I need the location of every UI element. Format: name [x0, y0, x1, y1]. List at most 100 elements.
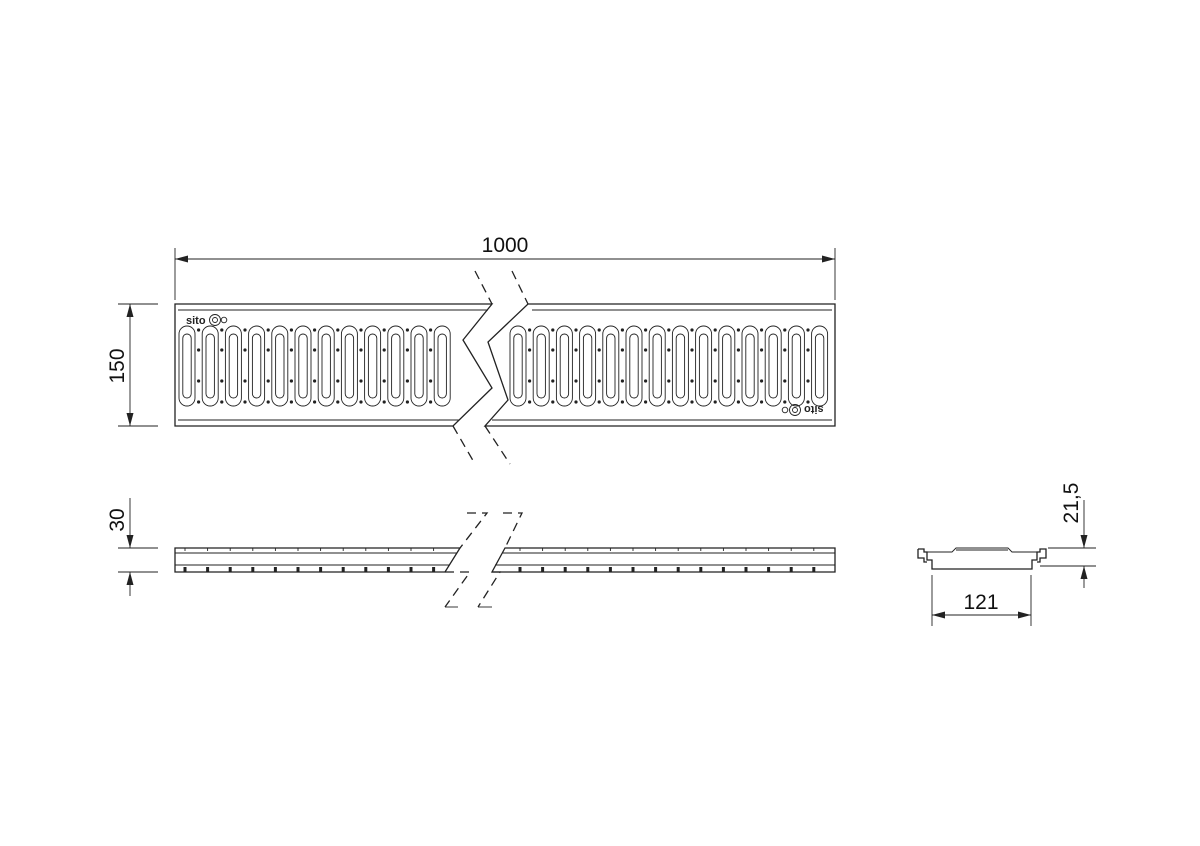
- bolt-hole: [359, 348, 363, 352]
- side-rib: [699, 567, 703, 572]
- length-dimension-label: 1000: [482, 234, 529, 257]
- bolt-hole: [644, 379, 648, 383]
- side-rib: [789, 567, 793, 572]
- bolt-hole: [405, 379, 409, 383]
- slot-outer: [294, 325, 312, 407]
- bolt-hole: [783, 328, 787, 332]
- slot-inner: [606, 333, 616, 399]
- bolt-hole: [551, 348, 555, 352]
- bolt-hole: [336, 348, 340, 352]
- bolt-hole: [429, 400, 433, 404]
- break-line-dashed: [511, 270, 529, 305]
- bolt-hole: [713, 400, 717, 404]
- bolt-hole: [644, 328, 648, 332]
- bolt-hole: [736, 379, 741, 383]
- break-line-dashed: [474, 270, 493, 305]
- bolt-hole: [197, 400, 201, 404]
- slot-outer: [224, 325, 242, 407]
- slot-inner: [768, 333, 778, 399]
- slot-inner: [414, 333, 424, 399]
- bolt-hole: [220, 328, 224, 332]
- side-rib: [721, 567, 725, 572]
- logo-ring-icon: [789, 404, 801, 416]
- profile-top-surface: [927, 547, 1037, 553]
- break-line-dashed: [484, 425, 511, 465]
- bolt-hole: [243, 348, 247, 352]
- bolt-hole: [336, 400, 340, 404]
- slot-inner: [582, 333, 593, 399]
- side-rib: [608, 567, 612, 572]
- slot-inner: [182, 333, 192, 399]
- slot-inner: [652, 333, 662, 399]
- bolt-hole: [528, 379, 532, 383]
- bolt-hole: [313, 400, 317, 404]
- slot-outer: [340, 325, 358, 407]
- bolt-hole: [597, 328, 601, 332]
- bolt-hole: [806, 348, 810, 352]
- bolt-hole: [220, 400, 224, 404]
- side-rib: [228, 567, 232, 572]
- bolt-hole: [197, 379, 201, 383]
- slot-inner: [437, 333, 447, 399]
- slot-outer: [811, 325, 829, 407]
- slot-outer: [271, 325, 289, 407]
- slot-inner: [344, 333, 355, 399]
- slot-outer: [787, 325, 805, 407]
- slot-outer: [364, 325, 382, 407]
- logo-dot-icon: [220, 316, 228, 324]
- bolt-hole: [574, 379, 578, 383]
- bolt-hole: [644, 348, 648, 352]
- bolt-hole: [243, 379, 247, 383]
- slot-outer: [248, 325, 266, 407]
- bolt-hole: [783, 348, 787, 352]
- bolt-holes: [197, 328, 810, 404]
- logo-ring-icon: [792, 407, 798, 413]
- slot-outer: [579, 325, 597, 407]
- profile-outline: [918, 548, 1047, 570]
- bolt-hole: [289, 348, 293, 352]
- side-rib: [432, 567, 436, 572]
- bolt-hole: [760, 328, 764, 332]
- side-rib: [251, 567, 255, 572]
- bolt-hole: [597, 348, 601, 352]
- slot-inner: [675, 333, 686, 399]
- bolt-hole: [690, 348, 694, 352]
- slot-inner: [251, 333, 262, 399]
- bolt-hole: [382, 400, 386, 404]
- bolt-hole: [620, 328, 625, 332]
- bolt-hole: [783, 379, 787, 383]
- bolt-hole: [736, 328, 741, 332]
- bolt-hole: [382, 348, 386, 352]
- side-rib: [296, 567, 300, 572]
- side-rib: [364, 567, 368, 572]
- slot-outer: [317, 325, 335, 407]
- bolt-hole: [359, 328, 363, 332]
- bolt-hole: [620, 379, 625, 383]
- bolt-hole: [760, 348, 764, 352]
- bolt-hole: [243, 328, 247, 332]
- bolt-hole: [620, 348, 625, 352]
- break-line-dashed: [444, 571, 472, 608]
- slot-inner: [205, 333, 215, 399]
- side-rib: [541, 567, 545, 572]
- slot-outer: [695, 325, 713, 407]
- bolt-hole: [667, 400, 671, 404]
- side-rib: [409, 567, 413, 572]
- logo-text-rotated: sito: [804, 403, 824, 415]
- slot-inner: [791, 333, 802, 399]
- slot-outer: [741, 325, 759, 407]
- logo-ring-icon: [212, 317, 218, 323]
- slot-inner: [513, 333, 523, 399]
- bolt-hole: [382, 328, 386, 332]
- drainage-slots: [178, 325, 829, 407]
- slot-inner: [559, 333, 570, 399]
- bolt-hole: [597, 400, 601, 404]
- bolt-hole: [359, 400, 363, 404]
- bolt-hole: [690, 379, 694, 383]
- bolt-hole: [220, 348, 224, 352]
- side-rib: [563, 567, 567, 572]
- bolt-hole: [243, 400, 247, 404]
- profile-outline-left: [917, 549, 927, 563]
- bolt-hole: [266, 328, 270, 332]
